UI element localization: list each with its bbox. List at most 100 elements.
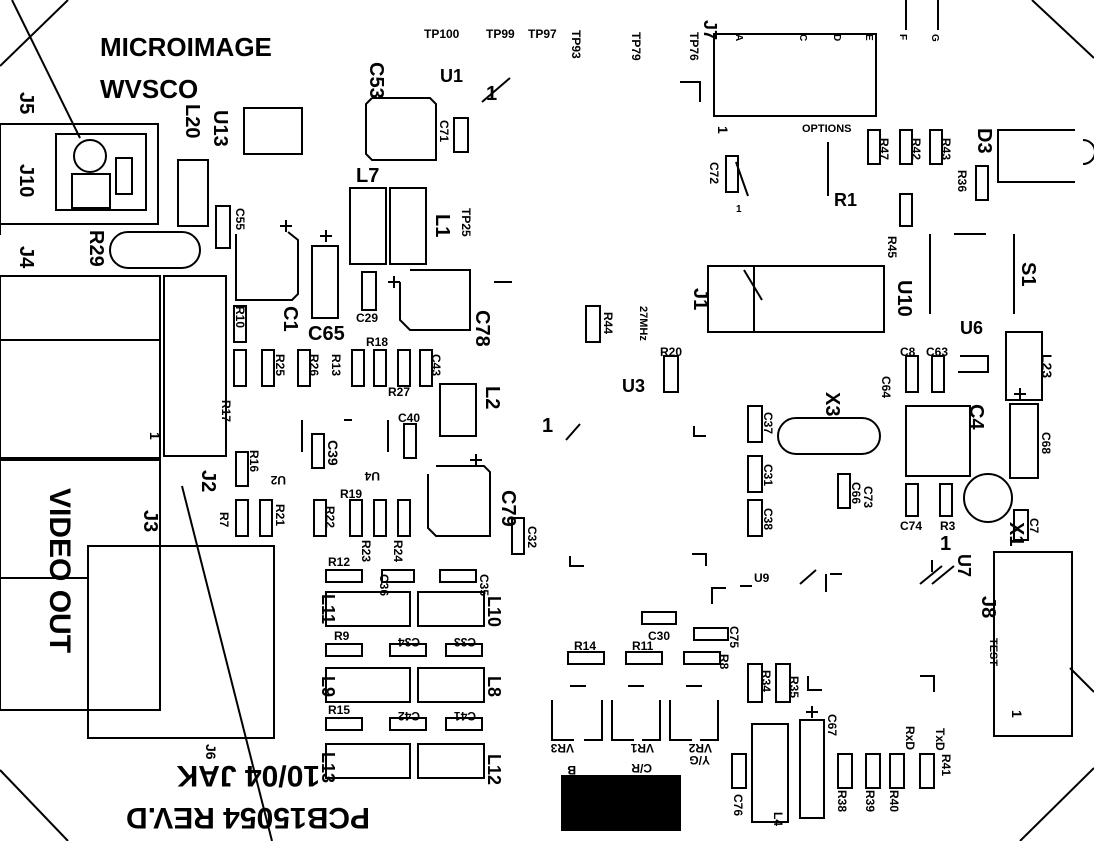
footprints (109, 33, 1075, 737)
refdes-vr1: VR1 (630, 741, 654, 755)
refdes-r25: R25 (273, 354, 287, 376)
connector-j5-j10 (0, 123, 159, 225)
refdes-c74: C74 (900, 519, 922, 533)
refdes-r24: R24 (391, 540, 405, 562)
refdes-j3: J3 (139, 510, 161, 532)
refdes-c71: C71 (437, 120, 451, 142)
refdes-r18: R18 (366, 335, 388, 349)
refdes-u6: U6 (960, 318, 983, 338)
refdes-c1: C1 (279, 306, 301, 332)
test-label: TEST (987, 638, 999, 666)
refdes-j5: J5 (15, 92, 37, 114)
part-number: PCB15054 REV.D (126, 801, 370, 834)
refdes-c53: C53 (365, 62, 387, 99)
refdes-c39: C39 (325, 440, 341, 466)
refdes-c40: C40 (398, 411, 420, 425)
refdes-f: F (897, 34, 908, 40)
refdes-c33: C33 (454, 635, 476, 649)
refdes-c73: C73 (861, 486, 875, 508)
refdes-yg: Y/G (689, 753, 710, 767)
refdes-r7: R7 (217, 512, 231, 528)
refdes-tp76: TP76 (687, 32, 701, 61)
refdes-j10: J10 (15, 164, 37, 197)
refdes-c66: C66 (849, 482, 863, 504)
refdes-l10: L10 (484, 596, 504, 627)
refdes-r15: R15 (328, 703, 350, 717)
refdes-c42: C42 (398, 709, 420, 723)
refdes-vr3: VR3 (550, 741, 574, 755)
pin-one-marker: 1 (736, 204, 742, 215)
pin-one-marker: 1 (1009, 710, 1025, 718)
refdes-tp93: TP93 (569, 30, 583, 59)
refdes-c30: C30 (648, 629, 670, 643)
refdes-l23: L23 (1039, 354, 1055, 378)
refdes-r14: R14 (574, 639, 596, 653)
refdes-r27: R27 (388, 385, 410, 399)
refdes-l12: L12 (484, 754, 504, 785)
refdes-x3: X3 (821, 392, 843, 416)
refdes-c43: C43 (429, 354, 443, 376)
refdes-l1: L1 (431, 214, 453, 237)
refdes-r45: R45 (885, 236, 899, 258)
refdes-r12: R12 (328, 555, 350, 569)
refdes-c67: C67 (825, 714, 839, 736)
refdes-b: B (567, 763, 576, 777)
refdes-c38: C38 (761, 508, 775, 530)
refdes-r21: R21 (273, 504, 287, 526)
pin-one-marker: 1 (542, 415, 553, 437)
refdes-u2: U2 (270, 473, 286, 487)
refdes-c55: C55 (233, 208, 247, 230)
pin-one-marker: 1 (715, 126, 731, 134)
refdes-l20: L20 (181, 104, 203, 138)
refdes-tp97: TP97 (528, 27, 557, 41)
refdes-a: A (733, 34, 744, 41)
refdes-rxd: RxD (903, 726, 917, 750)
refdes-d: D (831, 34, 842, 41)
connector-j4 (0, 275, 227, 459)
refdes-r1: R1 (834, 190, 857, 210)
refdes-c64: C64 (879, 376, 893, 398)
refdes-r44: R44 (601, 312, 615, 334)
refdes-cr: C/R (631, 761, 652, 775)
refdes-l2: L2 (481, 386, 503, 409)
refdes-l8: L8 (484, 676, 504, 697)
refdes-r29: R29 (85, 230, 107, 267)
connector-j3 (0, 459, 275, 739)
refdes-l11: L11 (318, 594, 338, 624)
refdes-r13: R13 (329, 354, 343, 376)
date-code: 10/04 JAK (176, 759, 320, 792)
refdes-c76: C76 (731, 794, 745, 816)
refdes-r40: R40 (887, 790, 901, 812)
refdes-r20: R20 (660, 345, 682, 359)
refdes-b: B (567, 763, 576, 777)
refdes-c41: C41 (454, 709, 476, 723)
refdes-c29: C29 (356, 311, 378, 325)
refdes-l4: L4 (771, 812, 785, 826)
refdes-c35: C35 (477, 574, 491, 596)
refdes-j2: J2 (197, 470, 219, 492)
refdes-c32: C32 (525, 526, 539, 548)
refdes-c4: C4 (965, 404, 987, 430)
refdes-c72: C72 (707, 162, 721, 184)
refdes-g: G (929, 34, 940, 42)
refdes-tp99: TP99 (486, 27, 515, 41)
refdes-c36: C36 (377, 574, 391, 596)
refdes-r10: R10 (233, 306, 247, 328)
refdes-c: C (797, 34, 808, 41)
refdes-vr2: VR2 (688, 741, 712, 755)
refdes-r41: R41 (939, 754, 953, 776)
refdes-u3: U3 (622, 376, 645, 396)
refdes-r9: R9 (334, 629, 350, 643)
ic-corner-marks (301, 77, 1015, 692)
refdes-r26: R26 (307, 354, 321, 376)
refdes-l9: L9 (318, 676, 338, 697)
refdes-c78: C78 (471, 310, 493, 347)
refdes-c63: C63 (926, 345, 948, 359)
refdes-r3: R3 (940, 519, 956, 533)
refdes-u13: U13 (209, 110, 231, 147)
refdes-u1: U1 (440, 66, 463, 86)
video-out-label: VIDEO OUT (43, 488, 76, 653)
